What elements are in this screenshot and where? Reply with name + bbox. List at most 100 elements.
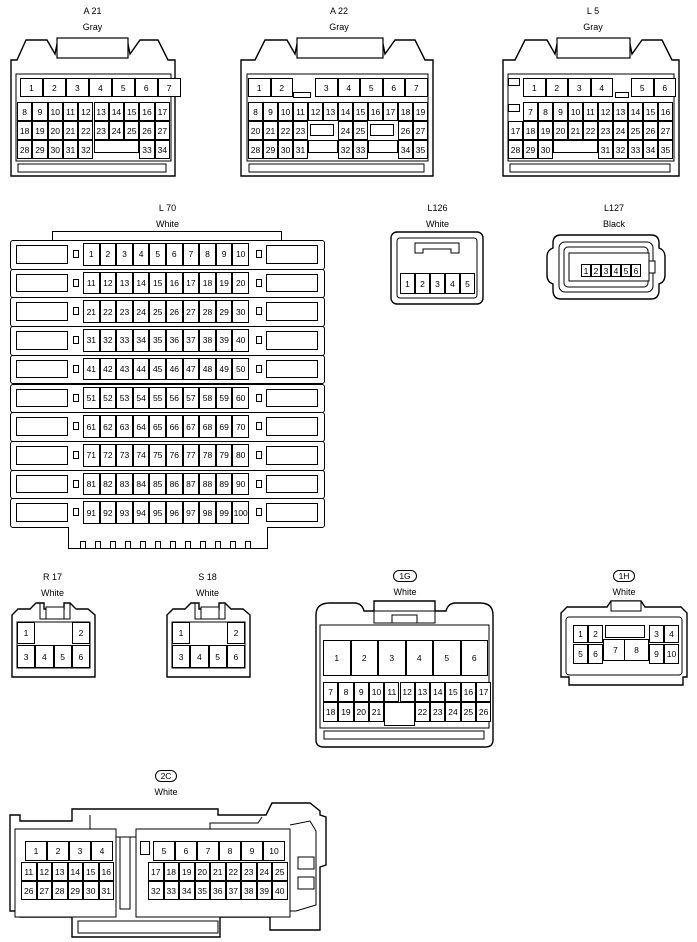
pin-cell: 16: [658, 102, 673, 121]
pin-cell: 45: [149, 357, 166, 381]
pin-cell: 28: [248, 140, 263, 159]
pin-cell: 86: [166, 472, 183, 496]
pin-cell: 73: [116, 443, 133, 467]
l70-side-panel: [266, 417, 318, 436]
pin-cell: 74: [132, 443, 150, 467]
l70-index-mark: [73, 422, 79, 431]
pin-cell: 1: [523, 78, 546, 97]
pin-cell: 22: [583, 121, 598, 140]
pin-cell: 3: [378, 640, 406, 676]
pin-cell: 30: [47, 140, 63, 159]
pin-cell: 40: [272, 881, 288, 900]
pin-cell: 71: [83, 443, 100, 467]
l70-index-mark: [73, 450, 79, 459]
blank-cavity: [508, 104, 520, 112]
pin-cell: 5: [360, 78, 383, 97]
pin-cell: 20: [194, 862, 210, 881]
pin-cell: 26: [643, 121, 658, 140]
l70-side-panel: [16, 331, 68, 350]
pin-cell: 16: [139, 102, 155, 121]
pin-cell: 12: [308, 102, 323, 121]
pin-cell: 15: [353, 102, 368, 121]
pin-cell: 36: [210, 881, 226, 900]
l70-side-panel: [266, 331, 318, 350]
pin-cell: 8: [248, 102, 263, 121]
l70-side-panel: [266, 445, 318, 465]
l70-side-panel: [16, 273, 68, 293]
pin-cell: 2: [47, 841, 69, 861]
pin-cell: 31: [62, 140, 79, 159]
pin-cell: 4: [88, 78, 112, 97]
connector-l126-color: White: [425, 219, 449, 229]
pin-cell: 16: [460, 682, 476, 702]
pin-cell: 12: [99, 271, 117, 295]
pin-cell: 34: [132, 329, 150, 352]
pin-cell: 29: [67, 881, 83, 900]
pin-cell: 3: [17, 645, 36, 668]
pin-cell: 34: [643, 140, 658, 159]
pin-cell: 56: [166, 386, 183, 410]
l70-index-mark: [73, 336, 79, 345]
pin-cell: 24: [338, 121, 353, 140]
pin-cell: 19: [413, 102, 428, 121]
l70-base-tooth: [125, 541, 131, 549]
pin-cell: 58: [199, 386, 216, 410]
pin-cell: 21: [210, 862, 226, 881]
pin-cell: 31: [293, 140, 308, 159]
pin-cell: 11: [21, 862, 37, 881]
connector-r17-color: White: [40, 588, 64, 598]
pin-cell: 33: [116, 329, 133, 352]
pin-cell: 18: [523, 121, 538, 140]
connector-1h-code: 1H: [555, 570, 693, 582]
pin-cell: 30: [83, 881, 99, 900]
pin-cell: 6: [653, 78, 676, 97]
pin-cell: 19: [338, 702, 354, 722]
pin-cell: 17: [383, 102, 398, 121]
pin-cell: 12: [78, 102, 94, 121]
pin-cell: 6: [166, 243, 183, 266]
pin-cell: 39: [256, 881, 272, 900]
pin-cell: 5: [631, 78, 654, 97]
pin-cell: 76: [166, 443, 183, 467]
pin-cell: 7: [405, 78, 428, 97]
pin-cell: 13: [93, 102, 109, 121]
pin-cell: 13: [52, 862, 68, 881]
pin-cell: 68: [199, 415, 216, 438]
pin-cell: 35: [149, 329, 166, 352]
pin-cell: 11: [384, 682, 400, 702]
pin-cell: 2: [72, 622, 90, 644]
pin-cell: 13: [414, 682, 431, 702]
connector-a22-code: A 22: [329, 6, 349, 16]
pin-cell: 60: [232, 386, 249, 410]
pin-cell: 2: [545, 78, 568, 97]
pin-cell: 55: [149, 386, 166, 410]
pin-cell: 5: [53, 645, 72, 668]
pin-cell: 28: [17, 140, 33, 159]
pin-cell: 44: [132, 357, 150, 381]
l70-index-mark: [73, 307, 79, 316]
pin-cell: 100: [232, 501, 249, 524]
l70-index-mark: [256, 479, 262, 488]
connector-r17-code: R 17: [42, 572, 62, 582]
pin-cell: 17: [508, 121, 523, 140]
l70-base-tooth: [215, 541, 221, 549]
pin-cell: 23: [293, 121, 308, 140]
l70-side-panel: [16, 302, 68, 322]
pin-cell: 24: [132, 300, 150, 324]
pin-cell: 13: [613, 102, 628, 121]
l70-index-mark: [73, 278, 79, 287]
pin-cell: 1: [248, 78, 271, 97]
pin-cell: 51: [83, 386, 100, 410]
pin-cell: 3: [116, 243, 133, 266]
pin-cell: 20: [553, 121, 568, 140]
pin-cell: 23: [116, 300, 133, 324]
pin-cell: 14: [67, 862, 83, 881]
pin-cell: 9: [215, 243, 233, 266]
pin-cell: 27: [154, 121, 170, 140]
pin-cell: 3: [315, 78, 338, 97]
pin-cell: 65: [149, 415, 166, 438]
pin-cell: 6: [175, 841, 197, 861]
